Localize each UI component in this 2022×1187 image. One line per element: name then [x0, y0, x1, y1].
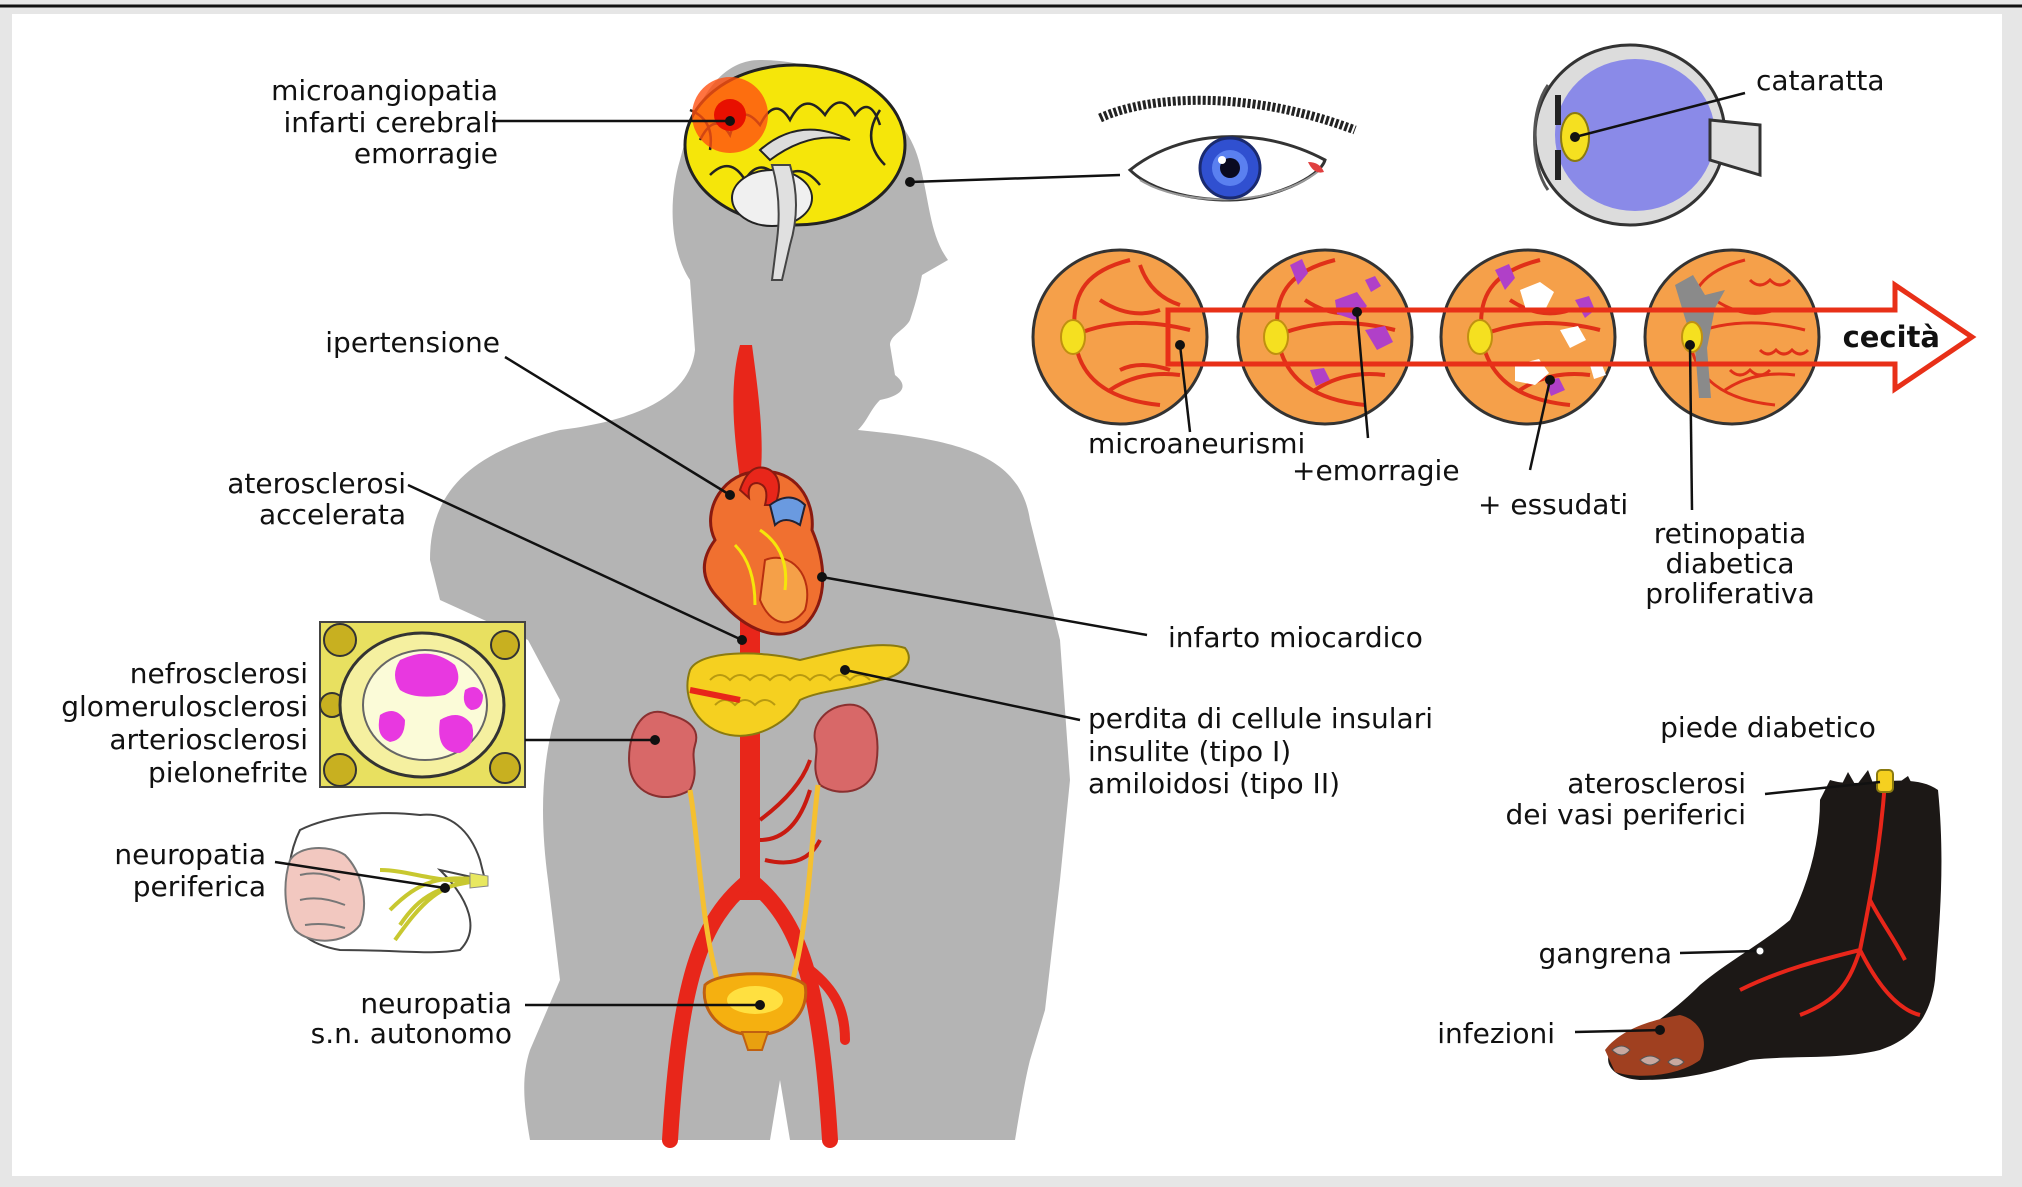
gangrene-marker [1756, 947, 1764, 955]
nerve-end [470, 873, 488, 888]
eye-highlight [1218, 156, 1226, 164]
label-brain-3: emorragie [354, 137, 498, 170]
tubule [490, 753, 520, 783]
retina-disc [1645, 250, 1819, 424]
label-brain-1: microangiopatia [271, 74, 498, 107]
optic-disc [1468, 320, 1492, 354]
label-neuropathy-peripheral-2: periferica [133, 870, 266, 903]
label-kidney-1: nefrosclerosi [130, 657, 308, 690]
label-infections: infezioni [1437, 1017, 1555, 1050]
leader-dot [1545, 375, 1555, 385]
retina-stage-3 [1441, 250, 1615, 424]
retina-stage-2 [1238, 250, 1412, 424]
leader-dot [905, 177, 915, 187]
label-blindness: cecità [1843, 320, 1940, 354]
kidney-right [815, 705, 878, 792]
leader-dot [725, 490, 735, 500]
label-foot-athero-2: dei vasi periferici [1505, 798, 1746, 831]
label-stage-2: +emorragie [1292, 454, 1460, 487]
label-cataract: cataratta [1756, 64, 1884, 97]
kidney-left [629, 712, 696, 797]
leader-dot [1570, 132, 1580, 142]
leader-dot [817, 572, 827, 582]
optic-disc [1061, 320, 1085, 354]
optic-disc [1264, 320, 1288, 354]
label-kidney-3: arteriosclerosi [109, 723, 308, 756]
bladder-glow [727, 986, 783, 1014]
label-neuropathy-peripheral-1: neuropatia [114, 838, 266, 871]
glomerulus-inset [320, 622, 525, 787]
leader-dot [737, 635, 747, 645]
label-neuropathy-autonomic-1: neuropatia [360, 987, 512, 1020]
label-brain-2: infarti cerebrali [284, 106, 498, 139]
leader-dot [1685, 340, 1695, 350]
label-hypertension: ipertensione [325, 326, 500, 359]
leader-dot [840, 665, 850, 675]
label-stage-3: + essudati [1478, 488, 1628, 521]
label-atherosclerosis-2: accelerata [259, 498, 406, 531]
leader-dot [440, 883, 450, 893]
leader-dot [1655, 1025, 1665, 1035]
label-myocardial: infarto miocardico [1168, 621, 1423, 654]
label-gangrene: gangrena [1539, 937, 1672, 970]
label-atherosclerosis-1: aterosclerosi [227, 467, 406, 500]
label-stage-4-3: proliferativa [1645, 577, 1815, 610]
label-stage-4-2: diabetica [1665, 547, 1794, 580]
label-neuropathy-autonomic-2: s.n. autonomo [311, 1017, 512, 1050]
leader-dot [650, 735, 660, 745]
label-stage-1: microaneurismi [1088, 427, 1305, 460]
label-pancreas-1: perdita di cellule insulari [1088, 702, 1433, 735]
label-pancreas-3: amiloidosi (tipo II) [1088, 767, 1340, 800]
leader-dot [1352, 307, 1362, 317]
label-foot-athero-1: aterosclerosi [1567, 767, 1746, 800]
leader-dot [1175, 340, 1185, 350]
retina-stage-4 [1645, 250, 1819, 424]
label-pancreas-2: insulite (tipo I) [1088, 735, 1291, 768]
leader-dot [725, 116, 735, 126]
label-foot-title: piede diabetico [1660, 711, 1876, 744]
retina-stage-1 [1033, 250, 1207, 424]
cerebellum [732, 170, 812, 226]
label-kidney-4: pielonefrite [148, 756, 308, 789]
tubule [324, 624, 356, 656]
hand-inset [285, 813, 488, 952]
tubule [324, 754, 356, 786]
tubule [491, 631, 519, 659]
label-stage-4-1: retinopatia [1654, 517, 1807, 550]
brain-infarct-core [714, 99, 746, 131]
leader-dot [755, 1000, 765, 1010]
label-kidney-2: glomerulosclerosi [61, 690, 308, 723]
heart-pulmonary [770, 498, 805, 526]
